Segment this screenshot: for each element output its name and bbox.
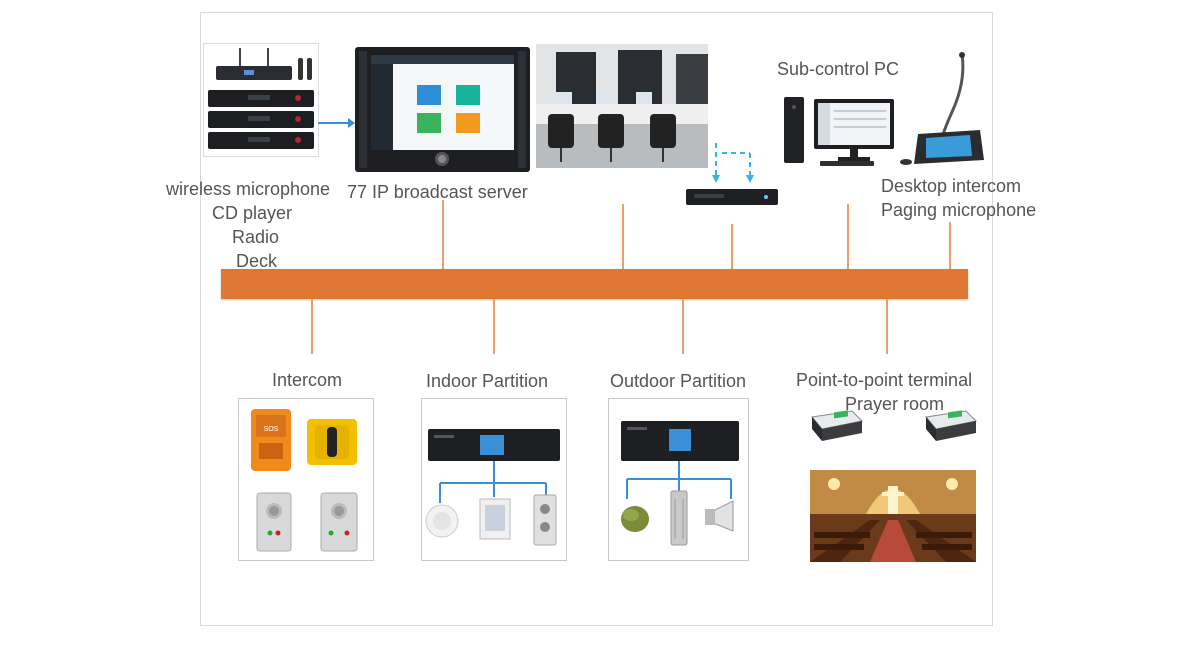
- svg-text:SOS: SOS: [264, 426, 279, 433]
- p2p-terminal-label: Point-to-point terminal: [796, 370, 973, 390]
- p2p-terminal-image: [808, 407, 864, 445]
- cd-player-label: CD player: [212, 203, 293, 223]
- desktop-intercom-label: Desktop intercom: [881, 176, 1022, 196]
- sub-control-pc-image: [784, 95, 894, 167]
- bus-tick: [311, 299, 313, 354]
- bus-tick: [949, 222, 951, 269]
- prayer-room-label: Prayer room: [845, 394, 945, 414]
- indoor-partition-label: Indoor Partition: [426, 371, 549, 391]
- paging-microphone-image: [896, 52, 986, 172]
- intercom-box: SOS: [238, 398, 374, 561]
- control-room-image: [536, 44, 708, 168]
- source-devices-image: [203, 43, 319, 157]
- network-device-image: [686, 187, 778, 207]
- prayer-room-image: [810, 470, 976, 562]
- paging-microphone-label: Paging microphone: [881, 200, 1037, 220]
- network-bus: [221, 269, 968, 299]
- bus-tick: [493, 299, 495, 354]
- bus-tick: [442, 200, 444, 269]
- bus-tick: [731, 224, 733, 269]
- outdoor-partition-label: Outdoor Partition: [610, 371, 747, 391]
- arrow-icon: [318, 117, 356, 129]
- bus-tick: [886, 299, 888, 354]
- deck-label: Deck: [236, 251, 278, 271]
- diagram-frame: [200, 12, 993, 626]
- broadcast-server-image: [355, 47, 530, 172]
- radio-label: Radio: [232, 227, 280, 247]
- sub-control-label: Sub-control PC: [777, 59, 900, 79]
- bus-tick: [847, 204, 849, 269]
- dashed-connector: [708, 143, 758, 185]
- server-label: 77 IP broadcast server: [347, 182, 528, 202]
- p2p-terminal-image: [922, 407, 978, 445]
- wireless-microphone-label: wireless microphone: [166, 179, 331, 199]
- bus-tick: [622, 204, 624, 269]
- intercom-label: Intercom: [272, 370, 343, 390]
- bus-tick: [682, 299, 684, 354]
- outdoor-partition-box: [608, 398, 749, 561]
- indoor-partition-box: [421, 398, 567, 561]
